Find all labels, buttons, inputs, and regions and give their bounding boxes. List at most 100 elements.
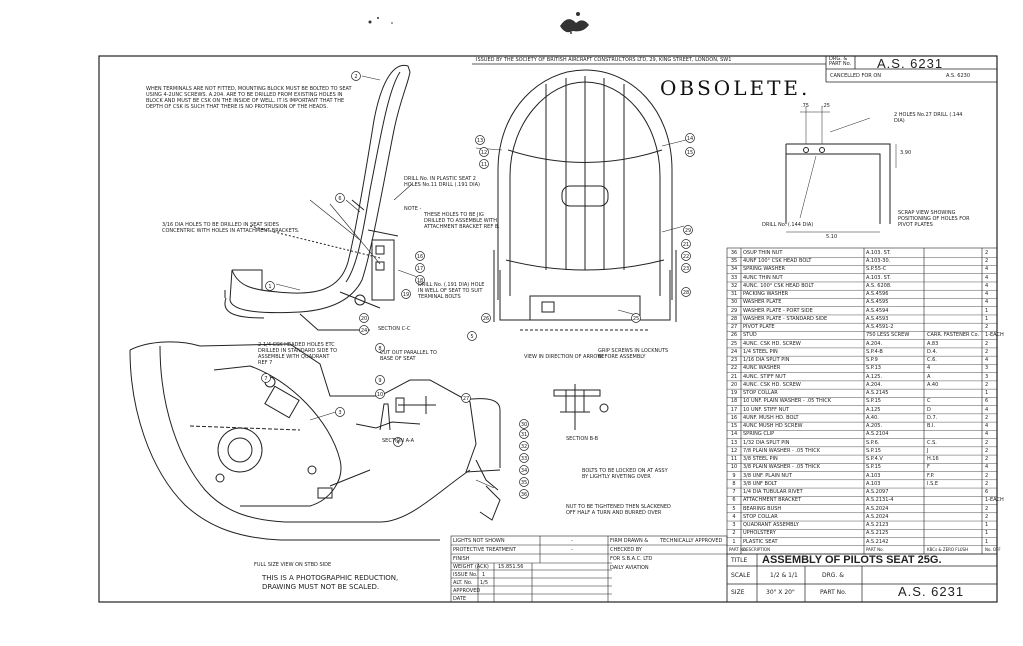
drawing-number-header: A.S. 6231 — [877, 56, 944, 71]
parts-cell-no: 34 — [730, 266, 738, 273]
callout-circle — [479, 159, 489, 169]
callout-circle — [631, 313, 641, 323]
parts-cell-desc: UPHOLSTERY — [743, 530, 776, 537]
dim-390: 3.90 — [900, 150, 912, 156]
part-no-label: PART No. — [820, 589, 847, 596]
section-cc-label: SECTION C-C — [378, 326, 411, 332]
parts-cell-qty: 2 — [985, 340, 989, 347]
parts-cell-maker: CARR. FASTENER Co. — [927, 332, 980, 339]
callout-circle — [265, 281, 275, 291]
parts-cell-desc: 4UNC. CSK HD. SCREW — [743, 381, 801, 388]
callout-number: 3 — [338, 410, 341, 416]
callout-number: 4 — [396, 440, 399, 446]
parts-cell-qty: 1-EACH — [985, 332, 1004, 339]
title-block-grid — [726, 553, 998, 603]
parts-cell-part: 750 LESS SCREW — [866, 332, 910, 339]
scrap-view — [785, 106, 897, 233]
callout-number: 29 — [685, 228, 691, 234]
firm-drawn-label: FIRM DRAWN & — [610, 538, 649, 544]
parts-cell-desc: 1/4 STEEL PIN — [743, 348, 778, 355]
parts-cell-no: 13 — [730, 439, 738, 446]
callout-number: 33 — [521, 456, 527, 462]
parts-cell-part: A.103. ST. — [866, 250, 891, 256]
note-grip-screws: GRIP SCREWS IN LOCKNUTS BEFORE ASSEMBLY — [598, 348, 669, 360]
parts-cell-qty: 2 — [985, 513, 989, 520]
parts-cell-qty: 1 — [985, 538, 989, 545]
parts-cell-part: A.S.2131-4 — [866, 497, 894, 504]
parts-cell-maker: H.16 — [927, 456, 939, 463]
parts-cell-no: 5 — [732, 505, 736, 512]
parts-cell-desc: BEARING BUSH — [743, 505, 782, 512]
parts-cell-no: 18 — [730, 398, 738, 405]
parts-cell-qty: 2 — [985, 472, 989, 479]
parts-cell-qty: 6 — [985, 398, 989, 405]
note-two-holes: 2 HOLES No.27 DRILL (.144 DIA) — [894, 112, 963, 124]
parts-cell-maker: F — [927, 464, 930, 471]
parts-cell-maker: F.P. — [927, 472, 935, 479]
callout-number: 22 — [683, 254, 689, 260]
dim-510: 5.10 — [826, 234, 838, 240]
callout-circle — [401, 289, 411, 299]
parts-cell-maker: D.4. — [927, 348, 938, 355]
parts-cell-maker: A — [927, 373, 931, 380]
parts-cell-desc: PIVOT PLATE — [743, 324, 775, 331]
parts-cell-no: 15 — [730, 423, 738, 430]
callout-number: 10 — [377, 392, 383, 398]
parts-cell-part: A.S.2123 — [866, 522, 889, 529]
parts-cell-qty: 2 — [985, 456, 989, 463]
callout-number: 36 — [521, 492, 527, 498]
parts-cell-desc: 3/8 PLAIN WASHER - .05 THICK — [743, 464, 821, 471]
parts-cell-qty: 4 — [985, 464, 989, 471]
section-aa-label: SECTION A-A — [382, 438, 415, 444]
parts-cell-part: A.S.2104 — [866, 431, 889, 438]
parts-cell-maker: 4 — [927, 365, 931, 372]
parts-cell-qty: 1 — [985, 530, 989, 537]
parts-cell-desc: 10 UNF. PLAIN WASHER - .05 THICK — [743, 398, 831, 405]
note-terminals: WHEN TERMINALS ARE NOT FITTED, MOUNTING … — [146, 86, 352, 110]
parts-cell-desc: 4UNC. CSK HD. SCREW — [743, 340, 801, 347]
cancelled-label: CANCELLED FOR ON — [830, 73, 882, 79]
callout-number: 12 — [481, 150, 487, 156]
parts-cell-no: 12 — [730, 447, 738, 454]
parts-cell-no: 31 — [730, 291, 738, 298]
approved-label: APPROVED — [453, 588, 481, 594]
callout-circle — [415, 275, 425, 285]
parts-cell-desc: 4UNC THIN NUT — [743, 274, 783, 281]
parts-cell-qty: 4 — [985, 282, 989, 289]
parts-cell-desc: 4UNC. 100° CSK HEAD BOLT — [743, 282, 814, 289]
parts-cell-part: A.S. 6208. — [866, 282, 892, 289]
parts-cell-desc: WASHER PLATE - PORT SIDE — [743, 307, 813, 314]
note-bolts-locked: BOLTS TO BE LOCKED ON AT ASSY BY LIGHTLY… — [582, 468, 668, 480]
obsolete-stamp: OBSOLETE. — [660, 76, 811, 100]
parts-cell-part: S.P.13 — [866, 365, 881, 372]
issuer-text: ISSUED BY THE SOCIETY OF BRITISH AIRCRAF… — [476, 57, 732, 63]
parts-cell-no: 32 — [730, 282, 738, 289]
note-cut-out: CUT OUT PARALLEL TO BASE OF SEAT — [380, 350, 437, 362]
note-drill-no: DRILL No. (.144 DIA) — [762, 222, 814, 228]
parts-cell-part: S.P.4-B — [866, 348, 883, 355]
parts-cell-no: 3 — [732, 522, 736, 529]
section-bb-label: SECTION B-B — [566, 436, 599, 442]
photo-reduction-note: THIS IS A PHOTOGRAPHIC REDUCTION, DRAWIN… — [262, 574, 399, 591]
parts-cell-part: A.S.4594 — [866, 307, 889, 314]
callout-circle — [685, 133, 695, 143]
scan-smudge — [368, 12, 589, 34]
parts-cell-part: A.103 — [866, 480, 881, 487]
